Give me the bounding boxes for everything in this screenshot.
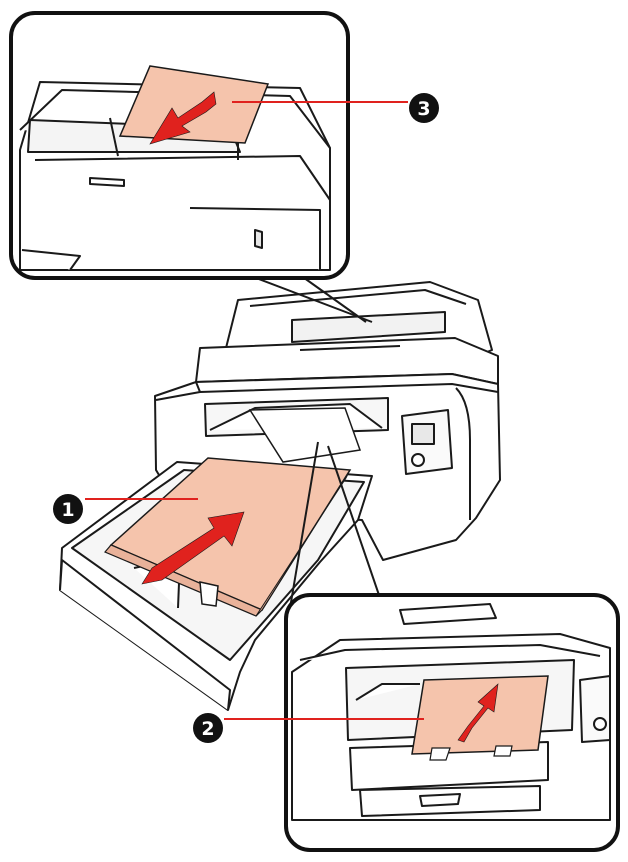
paper-in-main-output-slot [248,407,362,463]
main-printer-illustration [154,281,501,561]
callout-2: 2 [193,713,424,743]
magnifier-inset-top [9,11,350,280]
callout-3-number: 3 [417,98,430,120]
sheet-in-rear-feeder [118,65,270,144]
magnifier-inset-bottom [284,593,620,852]
arrow-icon [149,91,217,145]
callout-3: 3 [232,93,439,123]
callout-1: 1 [53,494,198,524]
arrow-icon [141,511,245,585]
callout-1-number: 1 [61,499,74,521]
callout-2-number: 2 [201,718,214,740]
arrow-icon [457,683,499,743]
